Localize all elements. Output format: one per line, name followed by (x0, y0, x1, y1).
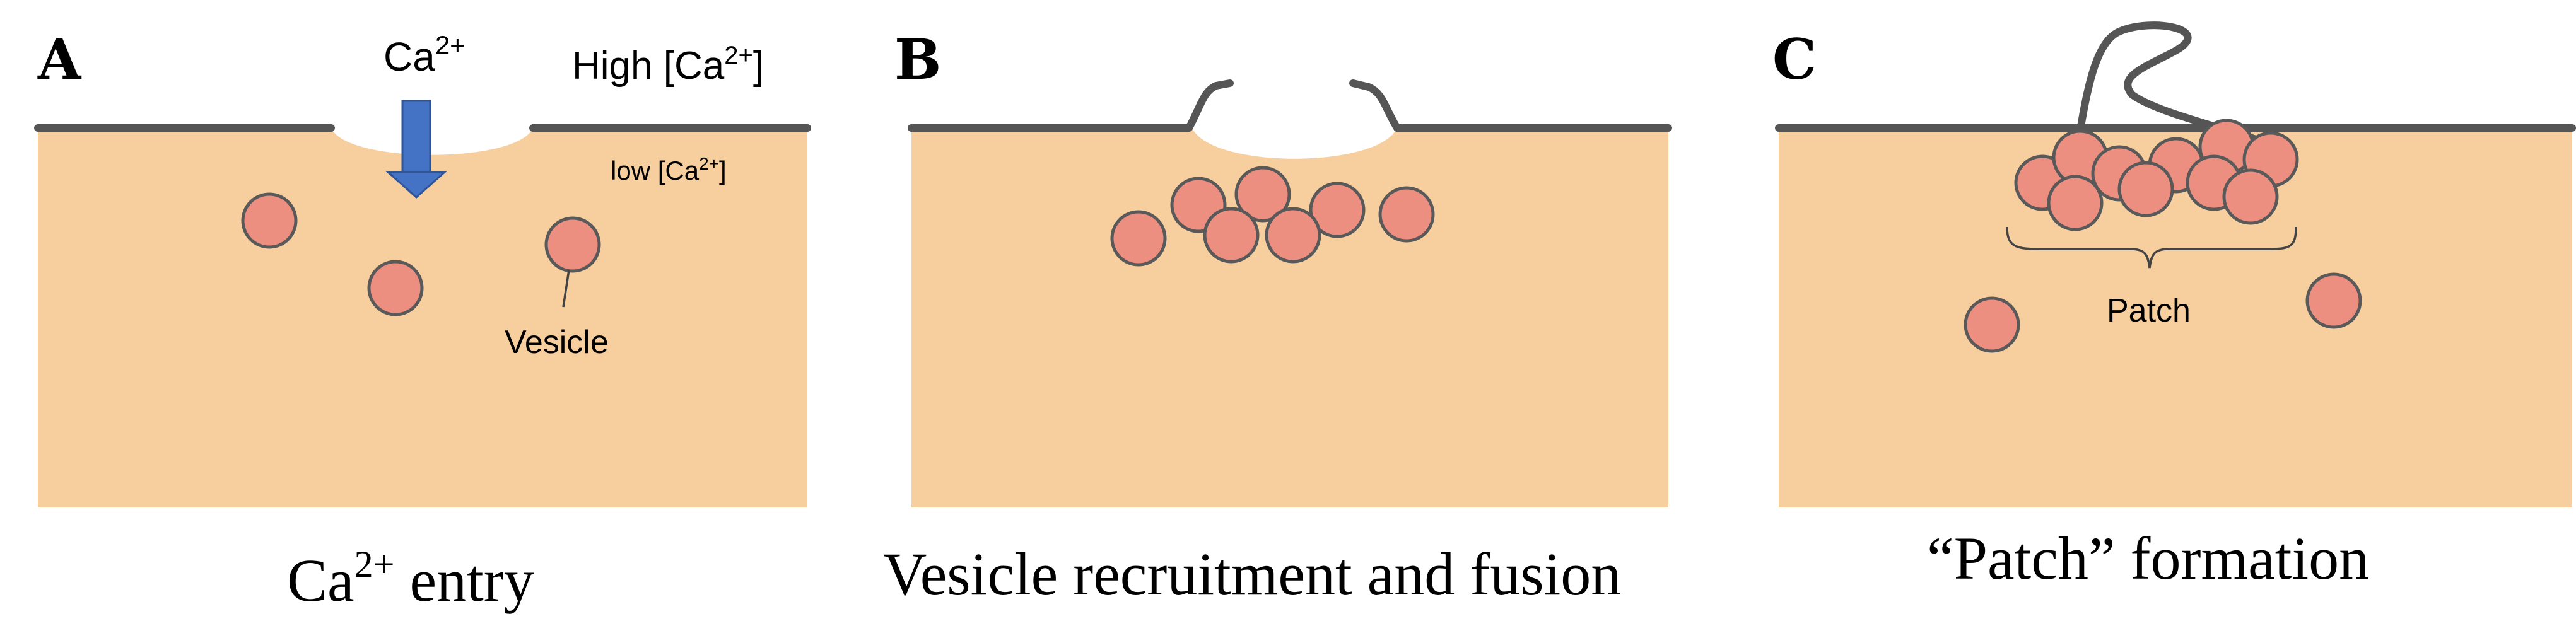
panel-a-caption: Ca2+ entry (287, 543, 534, 614)
vesicle (2047, 175, 2104, 231)
vesicle (241, 192, 298, 249)
patch-label: Patch (2107, 293, 2191, 329)
vesicle (544, 216, 601, 273)
panel-b-cytoplasm (911, 128, 1668, 508)
calcium-influx-arrow (385, 100, 447, 199)
panel-c: C Patch “Patch” formation (1772, 21, 2576, 592)
vesicle (2305, 272, 2362, 329)
vesicle (367, 260, 424, 316)
panel-letter-c: C (1772, 26, 1817, 92)
vesicle (1378, 186, 1435, 243)
patch-membrane-fold (2075, 21, 2274, 149)
low-calcium-label: low [Ca2+] (611, 154, 727, 185)
patch-bracket (2006, 226, 2297, 269)
vesicle (1234, 166, 1291, 223)
panel-a: A Ca2+ High [Ca2+] low [Ca2+] Vesicle Ca… (34, 26, 811, 614)
panel-c-caption: “Patch” formation (1927, 525, 2369, 592)
vesicle (1110, 210, 1167, 267)
vesicle (1265, 207, 1321, 264)
panel-b: B Vesicle recruitment and fusion (883, 26, 1672, 608)
vesicle (1309, 182, 1366, 238)
vesicle (1203, 207, 1260, 264)
vesicle (1964, 296, 2020, 353)
panel-b-membrane (908, 79, 1234, 132)
vesicle (2117, 161, 2174, 218)
high-calcium-label: High [Ca2+] (572, 42, 764, 88)
panel-a-cytoplasm (38, 128, 807, 508)
panel-letter-b: B (894, 26, 941, 92)
panel-b-caption: Vesicle recruitment and fusion (883, 540, 1621, 608)
panel-b-membrane (1349, 79, 1672, 132)
vesicle (2222, 168, 2279, 225)
ca-ion-label: Ca2+ (383, 30, 465, 79)
vesicle-label: Vesicle (505, 324, 609, 361)
vesicle-pointer-line (562, 269, 570, 308)
panel-letter-a: A (37, 26, 82, 92)
